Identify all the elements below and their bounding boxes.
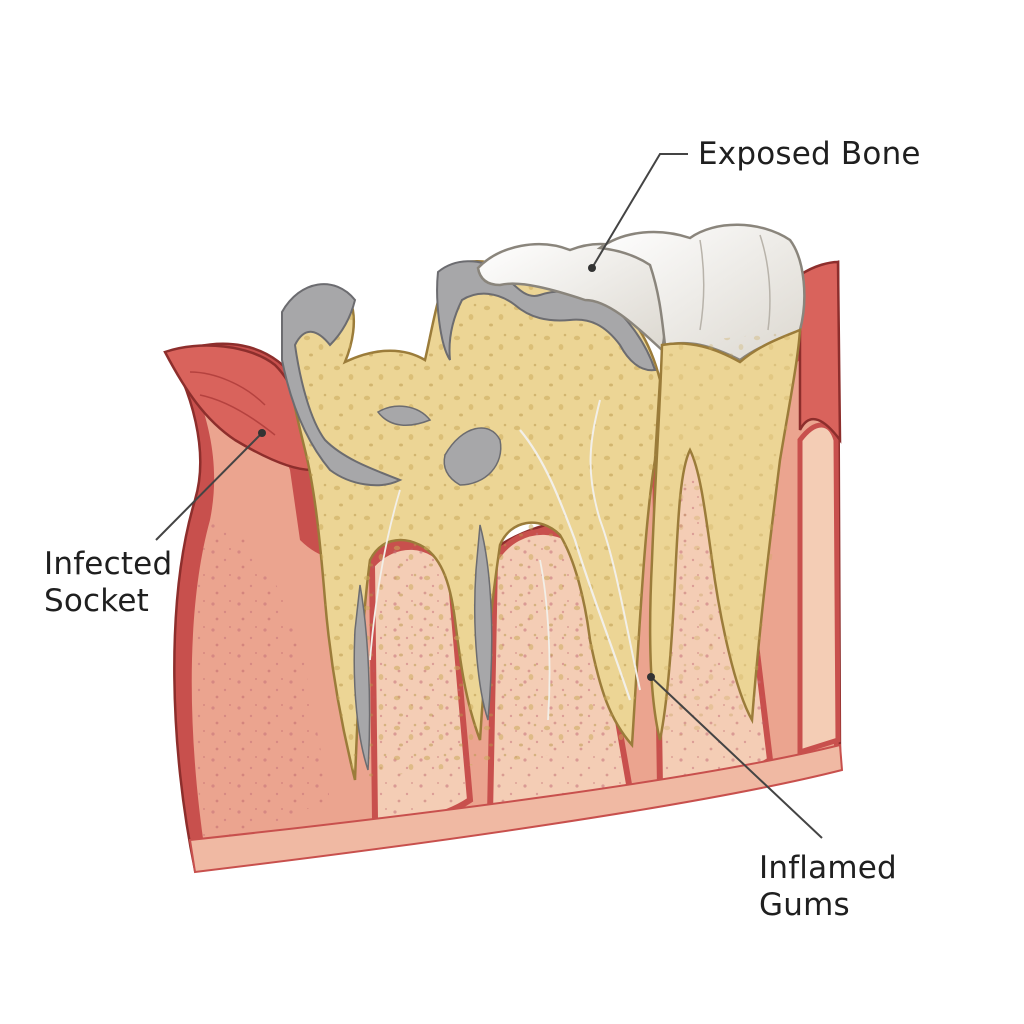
- exposed-bone-label-line: Exposed Bone: [698, 136, 921, 172]
- inflamed-gums-leader: [650, 676, 823, 839]
- infected-socket-label: Infected Socket: [44, 546, 194, 620]
- exposed-bone-leader: [591, 153, 688, 269]
- inflamed-gums-label: Inflamed Gums: [759, 850, 919, 924]
- infected-socket-leader: [155, 432, 263, 541]
- molar-crowns: [476, 223, 806, 741]
- exposed-bone-label: Exposed Bone: [698, 136, 921, 173]
- infected-socket-label-line-2: Socket: [44, 583, 149, 619]
- inflamed-gums-label-line-1: Inflamed: [759, 850, 897, 886]
- infected-socket-dot: [258, 429, 266, 437]
- inflamed-gums-label-line-2: Gums: [759, 887, 850, 923]
- callout-leaders: [155, 153, 823, 839]
- infected-socket-label-line-1: Infected: [44, 546, 173, 582]
- inflamed-gums-dot: [647, 673, 655, 681]
- exposed-bone-dot: [588, 264, 596, 272]
- right-gum-tissue: [798, 260, 842, 444]
- bone-structure: [281, 260, 662, 781]
